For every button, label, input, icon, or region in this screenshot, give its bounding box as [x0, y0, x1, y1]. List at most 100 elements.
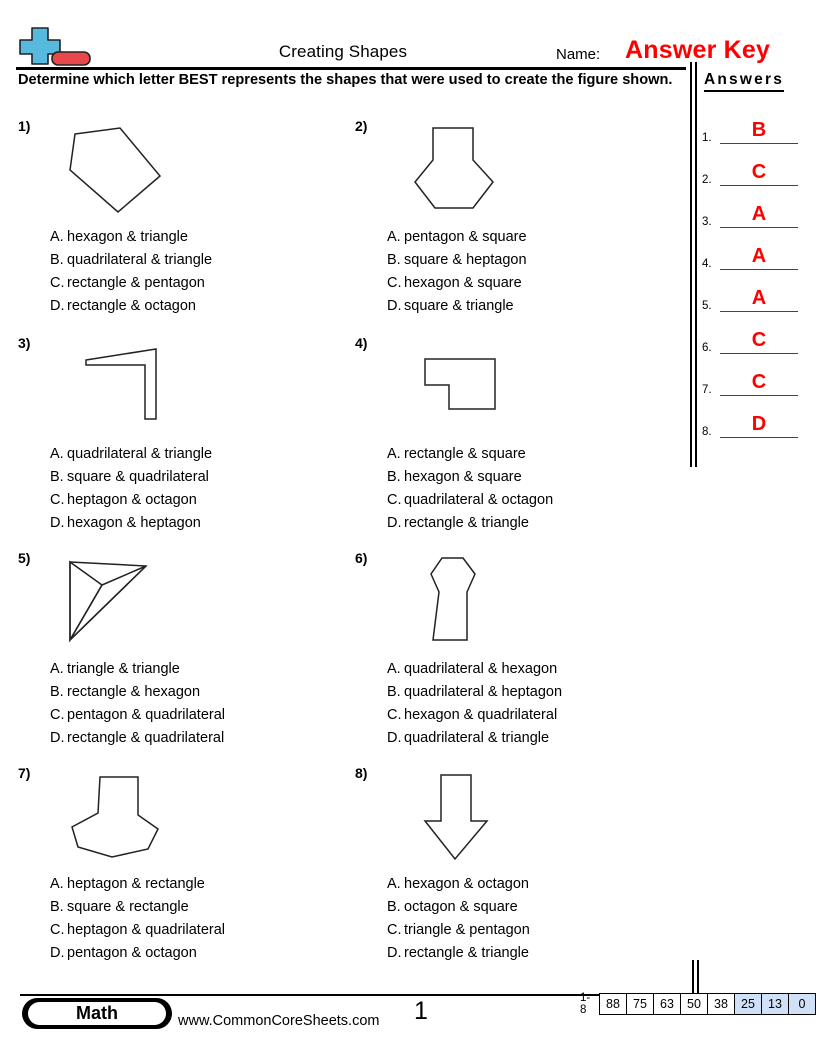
choice-d[interactable]: D.rectangle & triangle [387, 512, 553, 535]
choice-letter: D. [387, 514, 402, 531]
answers-divider-left [690, 62, 692, 467]
choice-a[interactable]: A.hexagon & octagon [387, 873, 530, 896]
choice-b[interactable]: B.square & rectangle [50, 896, 225, 919]
choice-letter: B. [387, 468, 401, 485]
choice-c[interactable]: C.hexagon & square [387, 272, 527, 295]
answer-blank-line[interactable] [720, 185, 798, 186]
site-url[interactable]: www.CommonCoreSheets.com [178, 1013, 380, 1029]
choices-list: A.heptagon & rectangle B.square & rectan… [50, 873, 225, 965]
choice-b[interactable]: B.quadrilateral & heptagon [387, 681, 562, 704]
choice-text: quadrilateral & heptagon [404, 683, 563, 700]
pentagon-kite-figure [50, 120, 190, 220]
choice-a[interactable]: A.hexagon & triangle [50, 226, 212, 249]
scale-range-label: 1-8 [580, 992, 591, 1016]
choice-c[interactable]: C.hexagon & quadrilateral [387, 704, 562, 727]
choice-b[interactable]: B.square & heptagon [387, 249, 527, 272]
choice-text: triangle & triangle [67, 661, 180, 677]
answer-row: 8.D [702, 400, 802, 438]
choice-letter: C. [387, 921, 402, 938]
choice-letter: C. [50, 274, 65, 291]
answer-blank-line[interactable] [720, 269, 798, 270]
answer-blank-line[interactable] [720, 227, 798, 228]
choice-a[interactable]: A.triangle & triangle [50, 658, 225, 681]
question-number: 2) [355, 118, 368, 134]
choice-letter: A. [387, 446, 401, 462]
page-title: Creating Shapes [278, 42, 408, 61]
answer-number: 8. [702, 426, 712, 438]
answer-blank-line[interactable] [720, 353, 798, 354]
answer-blank-line[interactable] [720, 311, 798, 312]
choice-b[interactable]: B.square & quadrilateral [50, 466, 212, 489]
choice-text: quadrilateral & octagon [404, 491, 554, 508]
question-number: 7) [18, 765, 31, 781]
scale-box: 50 [680, 993, 708, 1015]
choice-c[interactable]: C.pentagon & quadrilateral [50, 704, 225, 727]
subject-badge: Math [22, 998, 172, 1029]
choice-text: triangle & pentagon [404, 921, 530, 938]
choice-b[interactable]: B.quadrilateral & triangle [50, 249, 212, 272]
choice-a[interactable]: A.quadrilateral & triangle [50, 443, 212, 466]
choice-d[interactable]: D.quadrilateral & triangle [387, 727, 562, 750]
choice-c[interactable]: C.triangle & pentagon [387, 919, 530, 942]
choice-letter: A. [50, 229, 64, 245]
notched-rectangle-figure [387, 337, 527, 437]
choice-a[interactable]: A.quadrilateral & hexagon [387, 658, 562, 681]
answer-value: B [751, 119, 767, 141]
answer-blank-line[interactable] [720, 395, 798, 396]
choice-c[interactable]: C.heptagon & octagon [50, 489, 212, 512]
choice-a[interactable]: A.pentagon & square [387, 226, 527, 249]
choice-d[interactable]: D.rectangle & octagon [50, 295, 212, 318]
choice-letter: D. [387, 729, 402, 746]
answer-number: 7. [702, 384, 712, 396]
choice-text: heptagon & octagon [67, 491, 197, 508]
page-number: 1 [414, 997, 428, 1025]
choice-text: heptagon & quadrilateral [67, 921, 226, 938]
choice-text: pentagon & octagon [67, 944, 197, 961]
choice-text: hexagon & square [404, 468, 522, 485]
choice-b[interactable]: B.hexagon & square [387, 466, 553, 489]
choice-c[interactable]: C.heptagon & quadrilateral [50, 919, 225, 942]
answers-divider-left-tail [692, 960, 694, 994]
choice-text: hexagon & heptagon [67, 514, 201, 531]
answer-row: 5.A [702, 274, 802, 312]
choice-d[interactable]: D.square & triangle [387, 295, 527, 318]
directions-text: Determine which letter BEST represents t… [18, 72, 673, 88]
answer-key-stamp: Answer Key [625, 36, 771, 64]
choice-text: quadrilateral & hexagon [404, 661, 558, 677]
choice-c[interactable]: C.quadrilateral & octagon [387, 489, 553, 512]
choices-list: A.quadrilateral & triangle B.square & qu… [50, 443, 212, 535]
scale-box: 38 [707, 993, 735, 1015]
choices-list: A.hexagon & triangle B.quadrilateral & t… [50, 226, 212, 318]
choice-text: hexagon & square [404, 274, 522, 291]
choice-letter: C. [50, 921, 65, 938]
choice-letter: A. [50, 661, 64, 677]
choice-text: rectangle & hexagon [67, 683, 201, 700]
choice-text: hexagon & triangle [67, 229, 188, 245]
choice-letter: A. [387, 661, 401, 677]
choices-list: A.quadrilateral & hexagon B.quadrilatera… [387, 658, 562, 750]
answers-divider-right-tail [697, 960, 699, 994]
answer-blank-line[interactable] [720, 437, 798, 438]
choice-text: quadrilateral & triangle [404, 729, 550, 746]
choice-b[interactable]: B.rectangle & hexagon [50, 681, 225, 704]
choice-d[interactable]: D.rectangle & quadrilateral [50, 727, 225, 750]
choice-text: pentagon & quadrilateral [67, 706, 226, 723]
choice-text: heptagon & rectangle [67, 876, 205, 892]
answer-row: 1.B [702, 106, 802, 144]
choice-a[interactable]: A.rectangle & square [387, 443, 553, 466]
choice-text: square & quadrilateral [67, 468, 209, 485]
hexagon-with-square-top-figure [387, 120, 527, 220]
choice-d[interactable]: D.hexagon & heptagon [50, 512, 212, 535]
answer-blank-line[interactable] [720, 143, 798, 144]
choice-text: octagon & square [404, 898, 518, 915]
choice-a[interactable]: A.heptagon & rectangle [50, 873, 225, 896]
choice-b[interactable]: B.octagon & square [387, 896, 530, 919]
choice-text: hexagon & quadrilateral [404, 706, 558, 723]
choice-text: rectangle & square [404, 446, 526, 462]
choice-c[interactable]: C.rectangle & pentagon [50, 272, 212, 295]
choice-d[interactable]: D.pentagon & octagon [50, 942, 225, 965]
choice-letter: C. [50, 706, 65, 723]
answer-number: 5. [702, 300, 712, 312]
choice-d[interactable]: D.rectangle & triangle [387, 942, 530, 965]
